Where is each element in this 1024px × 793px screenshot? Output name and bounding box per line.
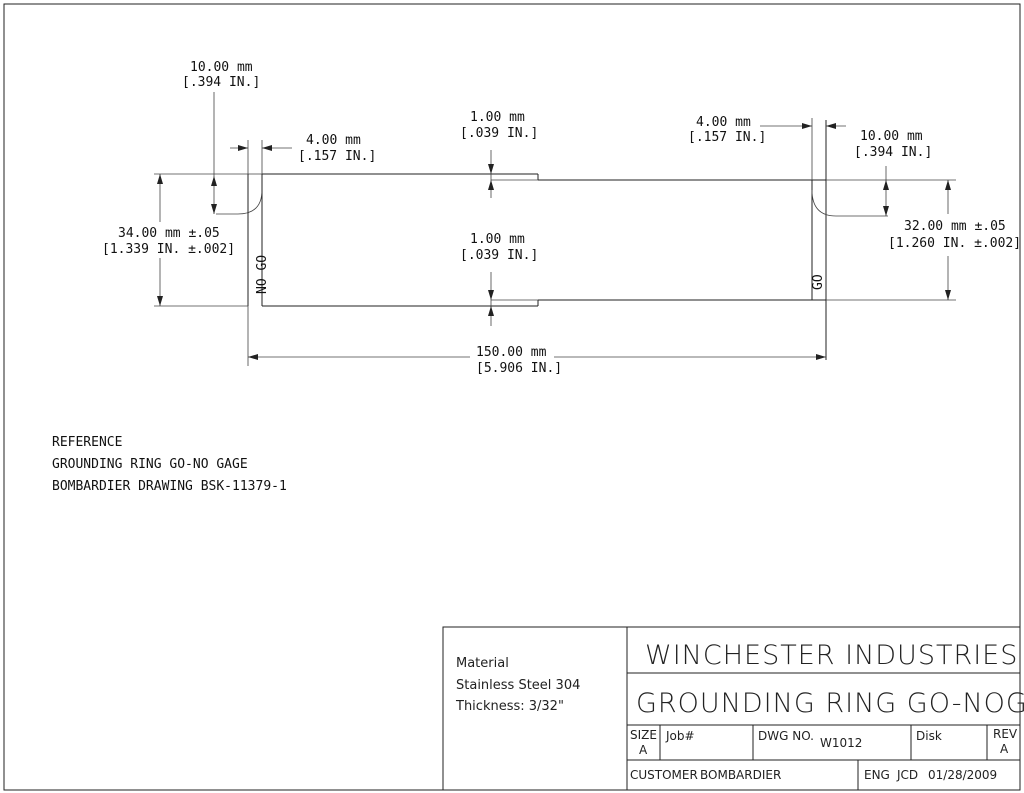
dim-top-step-in: [.039 IN.] <box>460 126 538 141</box>
company-name: WINCHESTER INDUSTRIES INC. <box>645 640 1024 671</box>
reference-line-3: BOMBARDIER DRAWING BSK-11379-1 <box>52 479 287 494</box>
customer-label: CUSTOMER <box>630 768 698 782</box>
material-value: Stainless Steel 304 <box>456 678 580 693</box>
dim-left-height-in: [1.339 IN. ±.002] <box>102 242 235 257</box>
drawing-date: 01/28/2009 <box>928 768 997 782</box>
dim-top-right-width-in: [.157 IN.] <box>688 130 766 145</box>
dwg-no-label: DWG NO. <box>758 729 814 743</box>
dimension-lines <box>154 92 956 366</box>
dim-top-left-radius-in: [.394 IN.] <box>182 75 260 90</box>
no-go-label: NO GO <box>255 255 270 294</box>
dim-overall-length-mm: 150.00 mm <box>476 345 547 360</box>
material-label: Material <box>456 656 509 671</box>
dim-overall-length-in: [5.906 IN.] <box>476 361 562 376</box>
dim-top-right-width-mm: 4.00 mm <box>696 115 751 130</box>
dim-top-step-mm: 1.00 mm <box>470 110 525 125</box>
rev-label: REV <box>993 727 1018 741</box>
disk-label: Disk <box>916 729 942 743</box>
dim-top-left-width-in: [.157 IN.] <box>298 149 376 164</box>
reference-line-2: GROUNDING RING GO-NO GAGE <box>52 457 248 472</box>
size-label: SIZE <box>630 728 657 742</box>
size-value: A <box>639 743 648 757</box>
dim-center-step-mm: 1.00 mm <box>470 232 525 247</box>
dim-top-left-width-mm: 4.00 mm <box>306 133 361 148</box>
go-label: GO <box>811 274 826 290</box>
dim-top-right-radius-mm: 10.00 mm <box>860 129 923 144</box>
dwg-no-value: W1012 <box>820 736 862 750</box>
dim-center-step-in: [.039 IN.] <box>460 248 538 263</box>
customer-value: BOMBARDIER <box>700 768 781 782</box>
dim-left-height-mm: 34.00 mm ±.05 <box>118 226 220 241</box>
eng-value: JCD <box>896 768 918 782</box>
eng-label: ENG <box>864 768 890 782</box>
dim-right-height-mm: 32.00 mm ±.05 <box>904 219 1006 234</box>
part-outline <box>216 120 888 360</box>
job-label: Job# <box>665 729 695 743</box>
rev-value: A <box>1000 742 1009 756</box>
reference-heading: REFERENCE <box>52 435 122 450</box>
dim-top-right-radius-in: [.394 IN.] <box>854 145 932 160</box>
title-block <box>442 626 1021 791</box>
thickness-value: Thickness: 3/32" <box>455 699 564 714</box>
dim-right-height-in: [1.260 IN. ±.002] <box>888 236 1021 251</box>
dim-top-left-radius-mm: 10.00 mm <box>190 60 253 75</box>
